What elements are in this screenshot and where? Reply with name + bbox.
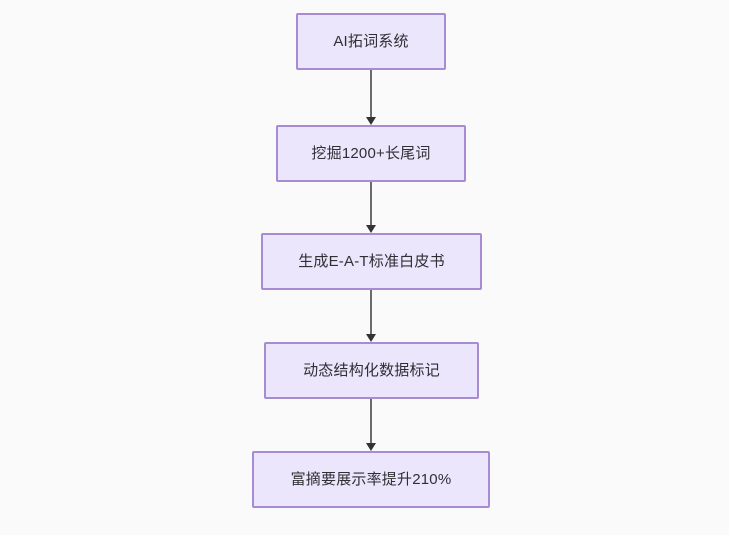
arrowhead-icon bbox=[366, 443, 376, 451]
flow-node-dynamic-structured-data-markup[interactable]: 动态结构化数据标记 bbox=[264, 342, 479, 399]
connector-n1-n2 bbox=[366, 70, 376, 125]
flow-node-label: 动态结构化数据标记 bbox=[303, 361, 440, 379]
arrowhead-icon bbox=[366, 225, 376, 233]
flow-node-rich-snippet-rate-increase[interactable]: 富摘要展示率提升210% bbox=[252, 451, 490, 508]
flow-node-generate-eat-whitepaper[interactable]: 生成E-A-T标准白皮书 bbox=[261, 233, 482, 290]
flow-node-ai-keyword-system[interactable]: AI拓词系统 bbox=[296, 13, 446, 70]
connector-n2-n3 bbox=[366, 182, 376, 233]
flow-node-label: 生成E-A-T标准白皮书 bbox=[298, 252, 445, 270]
connector-n4-n5 bbox=[366, 399, 376, 451]
flow-node-label: 富摘要展示率提升210% bbox=[290, 470, 452, 488]
flow-node-label: AI拓词系统 bbox=[333, 32, 409, 50]
connector-n3-n4 bbox=[366, 290, 376, 342]
arrowhead-icon bbox=[366, 117, 376, 125]
flow-node-label: 挖掘1200+长尾词 bbox=[311, 144, 431, 162]
connector-stem bbox=[370, 70, 372, 117]
arrowhead-icon bbox=[366, 334, 376, 342]
flow-node-mine-longtail-keywords[interactable]: 挖掘1200+长尾词 bbox=[276, 125, 466, 182]
connector-stem bbox=[370, 182, 372, 225]
connector-stem bbox=[370, 290, 372, 334]
connector-stem bbox=[370, 399, 372, 443]
